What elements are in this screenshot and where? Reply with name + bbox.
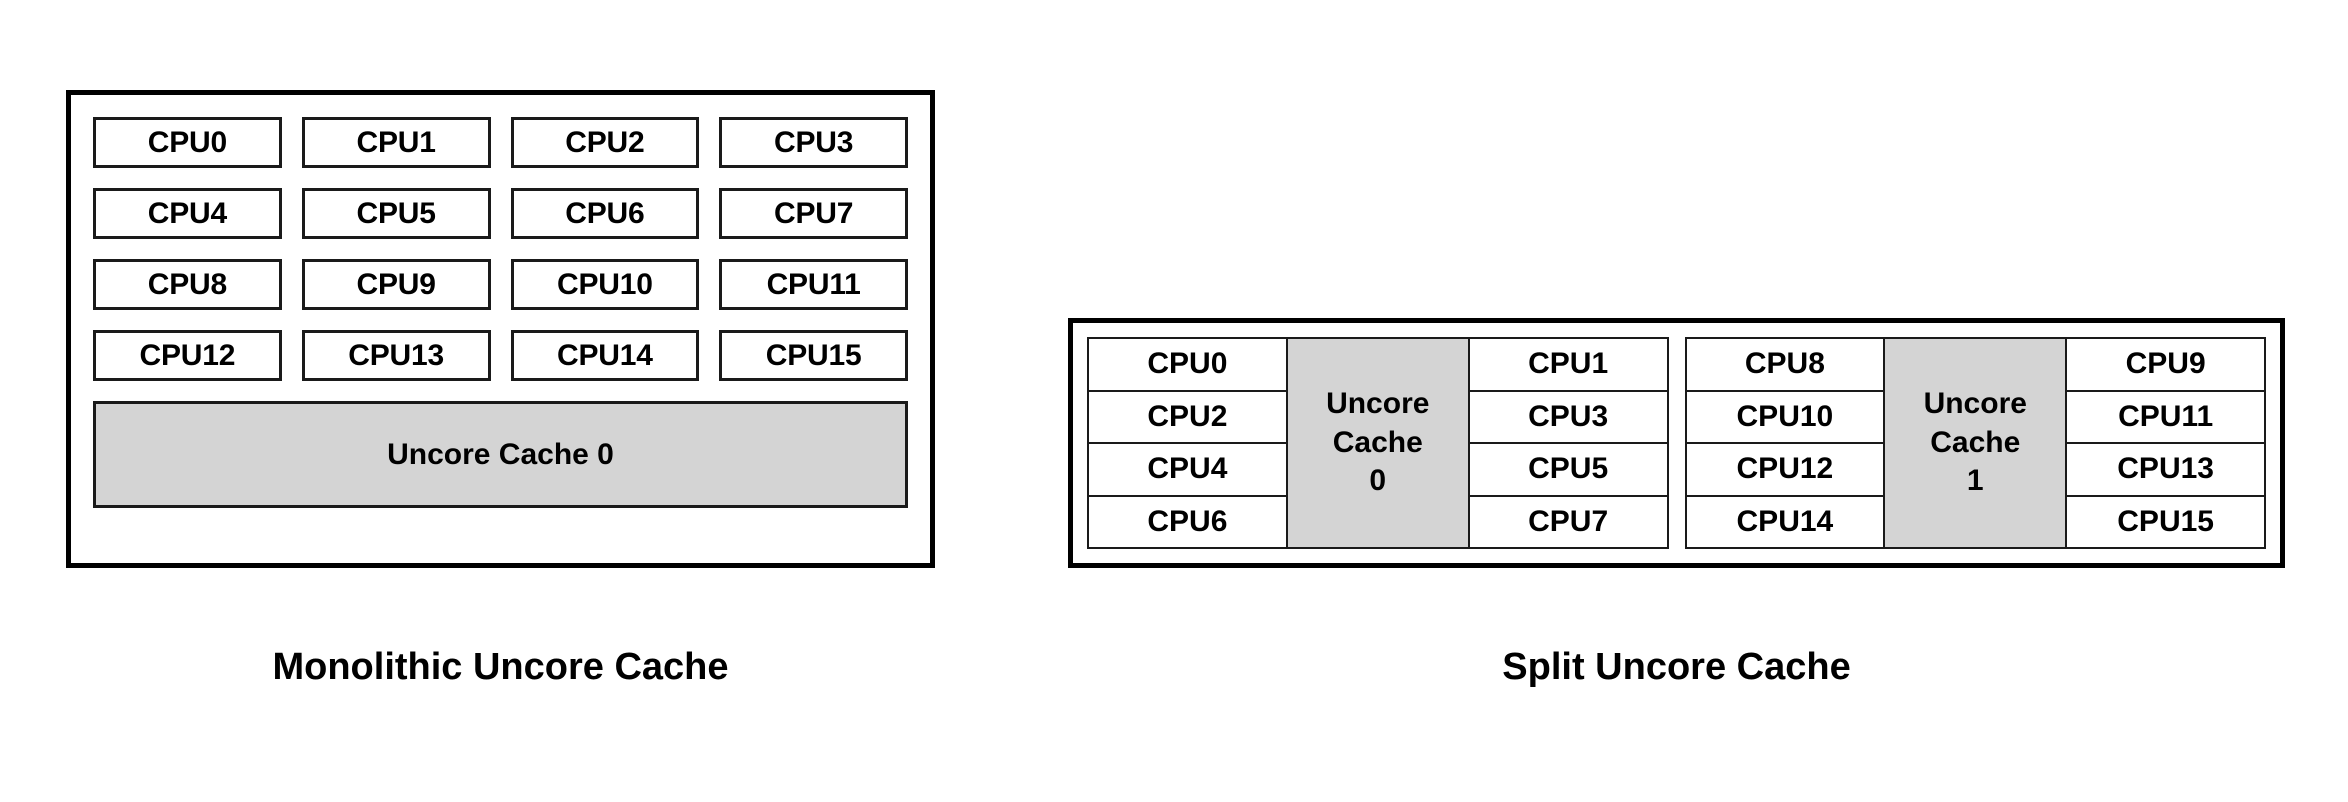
cpu-box-12[interactable]: CPU12 — [93, 330, 282, 381]
cpu-box-5[interactable]: CPU5 — [301, 188, 491, 239]
cpu-box-9[interactable]: CPU9 — [301, 259, 491, 310]
split-inner-layout: CPU0 CPU2 CPU4 CPU6 Uncore Cache 0 CPU1 … — [1087, 337, 2266, 549]
cpu-box-1[interactable]: CPU1 — [301, 117, 491, 168]
cpu-box-13[interactable]: CPU13 — [301, 330, 491, 381]
cpu-cell-15[interactable]: CPU15 — [2065, 494, 2266, 549]
cpu-cell-5[interactable]: CPU5 — [1467, 442, 1669, 497]
cpu-cell-14[interactable]: CPU14 — [1684, 494, 1886, 549]
cpu-box-4[interactable]: CPU4 — [93, 188, 282, 239]
cpu-box-11[interactable]: CPU11 — [719, 259, 908, 310]
cpu-box-6[interactable]: CPU6 — [510, 188, 700, 239]
monolithic-cpu-grid: CPU0 CPU1 CPU2 CPU3 CPU4 CPU5 CPU6 CPU7 … — [93, 117, 908, 381]
cpu-cell-9[interactable]: CPU9 — [2065, 337, 2266, 392]
cpu-box-3[interactable]: CPU3 — [719, 117, 908, 168]
cpu-box-8[interactable]: CPU8 — [93, 259, 282, 310]
cpu-box-10[interactable]: CPU10 — [510, 259, 700, 310]
caption-split-uncore-cache: Split Uncore Cache — [1502, 646, 1851, 688]
cpu-cell-12[interactable]: CPU12 — [1684, 442, 1886, 497]
uncore-cache-0-monolithic[interactable]: Uncore Cache 0 — [93, 401, 908, 508]
split-cluster-1-right-cpu-column: CPU9 CPU11 CPU13 CPU15 — [2065, 337, 2266, 549]
split-cluster-1-left-cpu-column: CPU8 CPU10 CPU12 CPU14 — [1684, 337, 1886, 549]
cpu-cell-4[interactable]: CPU4 — [1087, 442, 1288, 497]
cpu-cell-11[interactable]: CPU11 — [2065, 389, 2266, 444]
split-cluster-0-right-cpu-column: CPU1 CPU3 CPU5 CPU7 — [1467, 337, 1669, 549]
cpu-box-14[interactable]: CPU14 — [510, 330, 700, 381]
cpu-cell-1[interactable]: CPU1 — [1467, 337, 1669, 392]
cpu-cell-2[interactable]: CPU2 — [1087, 389, 1288, 444]
cpu-cell-13[interactable]: CPU13 — [2065, 442, 2266, 497]
cpu-cell-3[interactable]: CPU3 — [1467, 389, 1669, 444]
cpu-box-0[interactable]: CPU0 — [93, 117, 282, 168]
cpu-box-2[interactable]: CPU2 — [510, 117, 700, 168]
monolithic-inner-layout: CPU0 CPU1 CPU2 CPU3 CPU4 CPU5 CPU6 CPU7 … — [93, 117, 908, 541]
split-chip-frame: CPU0 CPU2 CPU4 CPU6 Uncore Cache 0 CPU1 … — [1068, 318, 2285, 568]
cpu-box-7[interactable]: CPU7 — [719, 188, 908, 239]
cpu-cell-7[interactable]: CPU7 — [1467, 494, 1669, 549]
cpu-cell-10[interactable]: CPU10 — [1684, 389, 1886, 444]
cpu-cell-0[interactable]: CPU0 — [1087, 337, 1288, 392]
caption-monolithic-uncore-cache: Monolithic Uncore Cache — [272, 646, 729, 688]
cpu-cell-8[interactable]: CPU8 — [1684, 337, 1886, 392]
split-cluster-1: CPU8 CPU10 CPU12 CPU14 Uncore Cache 1 CP… — [1684, 337, 2266, 549]
uncore-cache-1-split[interactable]: Uncore Cache 1 — [1883, 337, 2068, 549]
cpu-box-15[interactable]: CPU15 — [719, 330, 908, 381]
uncore-cache-0-split[interactable]: Uncore Cache 0 — [1285, 337, 1470, 549]
cpu-cell-6[interactable]: CPU6 — [1087, 494, 1288, 549]
split-cluster-0: CPU0 CPU2 CPU4 CPU6 Uncore Cache 0 CPU1 … — [1087, 337, 1669, 549]
split-cluster-0-left-cpu-column: CPU0 CPU2 CPU4 CPU6 — [1087, 337, 1288, 549]
monolithic-chip-frame: CPU0 CPU1 CPU2 CPU3 CPU4 CPU5 CPU6 CPU7 … — [66, 90, 935, 568]
